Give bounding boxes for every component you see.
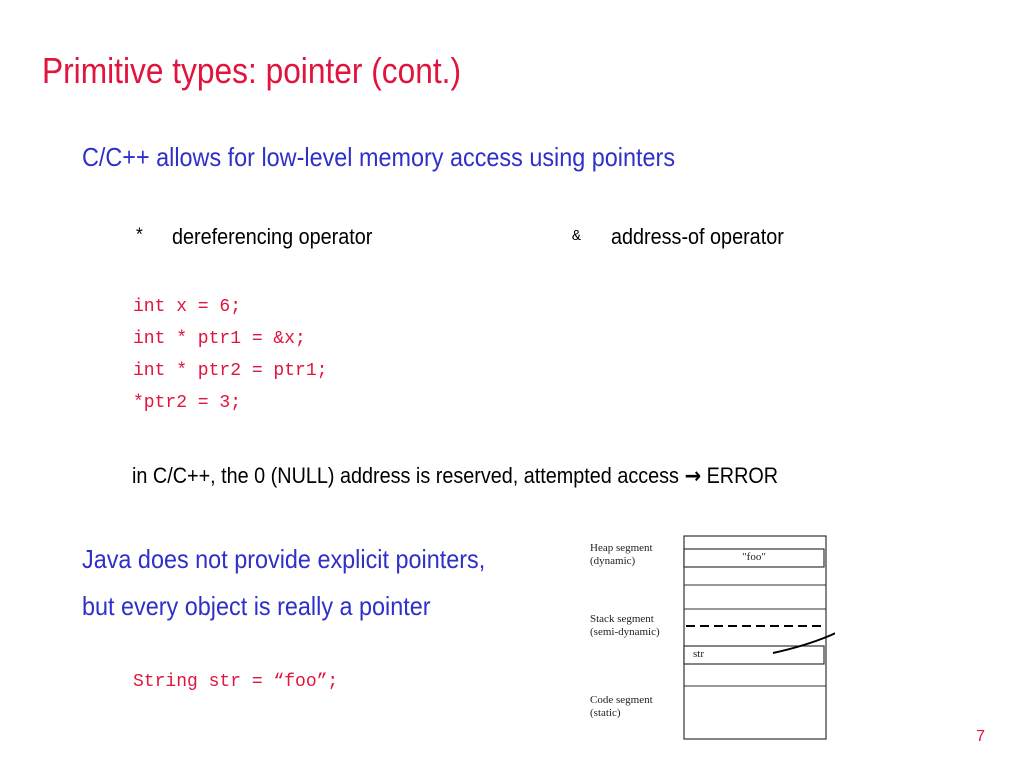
- heap-cell: [683, 548, 825, 568]
- code-line: int x = 6;: [133, 297, 242, 317]
- null-note-text: in C/C++, the 0 (NULL) address is reserv…: [132, 463, 679, 488]
- null-note: in C/C++, the 0 (NULL) address is reserv…: [132, 463, 778, 489]
- right-arrow-icon: →: [684, 464, 702, 489]
- stack-segment-label: Stack segment(semi-dynamic): [590, 613, 660, 638]
- java-line-1: Java does not provide explicit pointers,: [82, 544, 486, 574]
- java-code-line: String str = “foo”;: [133, 672, 339, 692]
- pointer-arrow: [772, 561, 835, 654]
- slide-title: Primitive types: pointer (cont.): [42, 50, 462, 91]
- java-line-2: but every object is really a pointer: [82, 591, 431, 621]
- stack-cell: [683, 645, 825, 665]
- heap-value: "foo": [742, 551, 766, 563]
- code-line: int * ptr2 = ptr1;: [133, 361, 328, 381]
- memory-outline: [683, 535, 827, 740]
- dereference-symbol: *: [134, 227, 145, 247]
- memory-layout-graphic: [683, 535, 835, 740]
- stack-value: str: [693, 648, 704, 660]
- heap-segment-label: Heap segment(dynamic): [590, 542, 653, 567]
- null-note-result: ERROR: [706, 463, 779, 488]
- code-line: int * ptr1 = &x;: [133, 329, 306, 349]
- address-of-symbol: &: [572, 228, 582, 245]
- code-segment-label: Code segment(static): [590, 694, 653, 719]
- dereference-label: dereferencing operator: [172, 224, 373, 249]
- address-of-label: address-of operator: [611, 224, 784, 249]
- page-number: 7: [976, 728, 985, 745]
- memory-diagram: Heap segment(dynamic) Stack segment(semi…: [590, 535, 835, 740]
- bullet-cpp-pointers: C/C++ allows for low-level memory access…: [82, 142, 676, 172]
- code-line: *ptr2 = 3;: [133, 393, 242, 413]
